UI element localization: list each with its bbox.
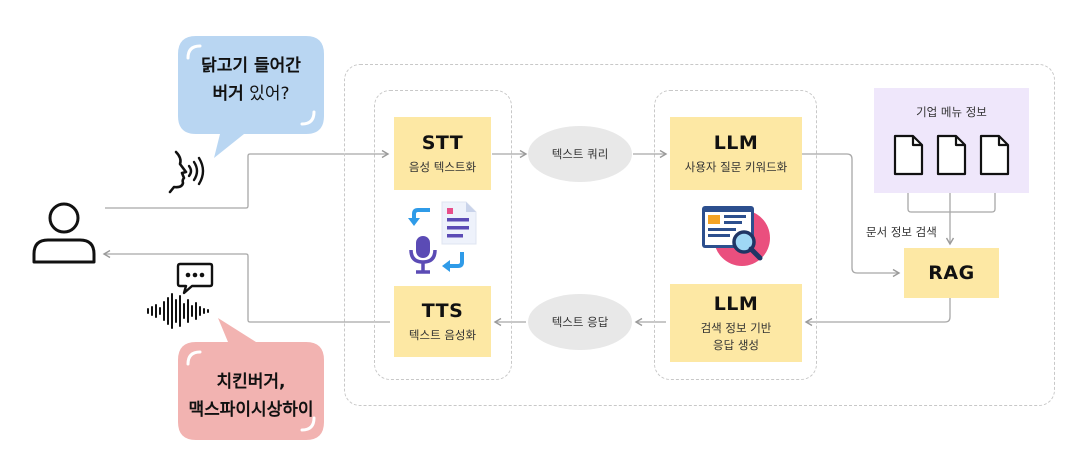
text-response-pill: 텍스트 응답: [528, 294, 632, 350]
tts-box: TTS 텍스트 음성화: [394, 286, 491, 357]
menu-info-title: 기업 메뉴 정보: [916, 105, 987, 119]
microphone-convert-icon: [408, 201, 477, 274]
stt-title: STT: [421, 131, 464, 154]
llm-keyword-box: LLM 사용자 질문 키워드화: [670, 117, 802, 190]
doc-search-label: 문서 정보 검색: [866, 225, 937, 239]
stt-box: STT 음성 텍스트화: [394, 117, 491, 190]
tts-title: TTS: [421, 299, 464, 322]
speaking-head-icon: [168, 150, 205, 194]
edge-docs-to-rag: [907, 176, 996, 213]
system-boundary: [344, 64, 1055, 406]
edge-rag-to-llm: [804, 298, 951, 327]
user-speech-bubble: [178, 36, 324, 158]
edge-tts-to-user: [102, 249, 390, 323]
edge-user-to-stt: [105, 149, 390, 209]
llm-keyword-title: LLM: [713, 131, 759, 154]
user-question-text: 닭고기 들어간 버거 있어?: [178, 52, 324, 108]
document-icon: [936, 134, 967, 176]
sound-wave-icon: [147, 293, 209, 329]
search-screen-icon: [702, 206, 770, 266]
llm-response-subtitle-2: 응답 생성: [713, 337, 759, 352]
document-icon: [979, 134, 1010, 176]
user-question-rest: 있어?: [243, 84, 290, 104]
user-icon: [32, 202, 96, 264]
reply-line1: 치킨버거,: [216, 372, 286, 392]
rag-title: RAG: [928, 262, 975, 284]
llm-response-box: LLM 검색 정보 기반 응답 생성: [670, 284, 802, 362]
llm-keyword-subtitle: 사용자 질문 키워드화: [684, 159, 788, 174]
llm-module-group: [654, 90, 817, 380]
reply-text: 치킨버거, 맥스파이시상하이: [178, 368, 324, 424]
edge-llm-to-rag: [802, 153, 901, 278]
llm-response-subtitle-1: 검색 정보 기반: [700, 320, 772, 335]
chat-dots-icon: [176, 262, 214, 295]
document-icon: [893, 134, 924, 176]
user-question-bold: 버거: [212, 84, 244, 104]
text-query-pill: 텍스트 쿼리: [528, 126, 632, 182]
documents-group: [893, 134, 1010, 176]
tts-subtitle: 텍스트 음성화: [408, 327, 477, 342]
user-question-line1: 닭고기 들어간: [201, 56, 301, 76]
reply-speech-bubble: [178, 318, 324, 440]
llm-response-title: LLM: [713, 292, 759, 315]
rag-box: RAG: [904, 248, 999, 298]
reply-line2: 맥스파이시상하이: [188, 400, 314, 420]
speech-module-group: [374, 90, 512, 380]
stt-subtitle: 음성 텍스트화: [408, 159, 477, 174]
